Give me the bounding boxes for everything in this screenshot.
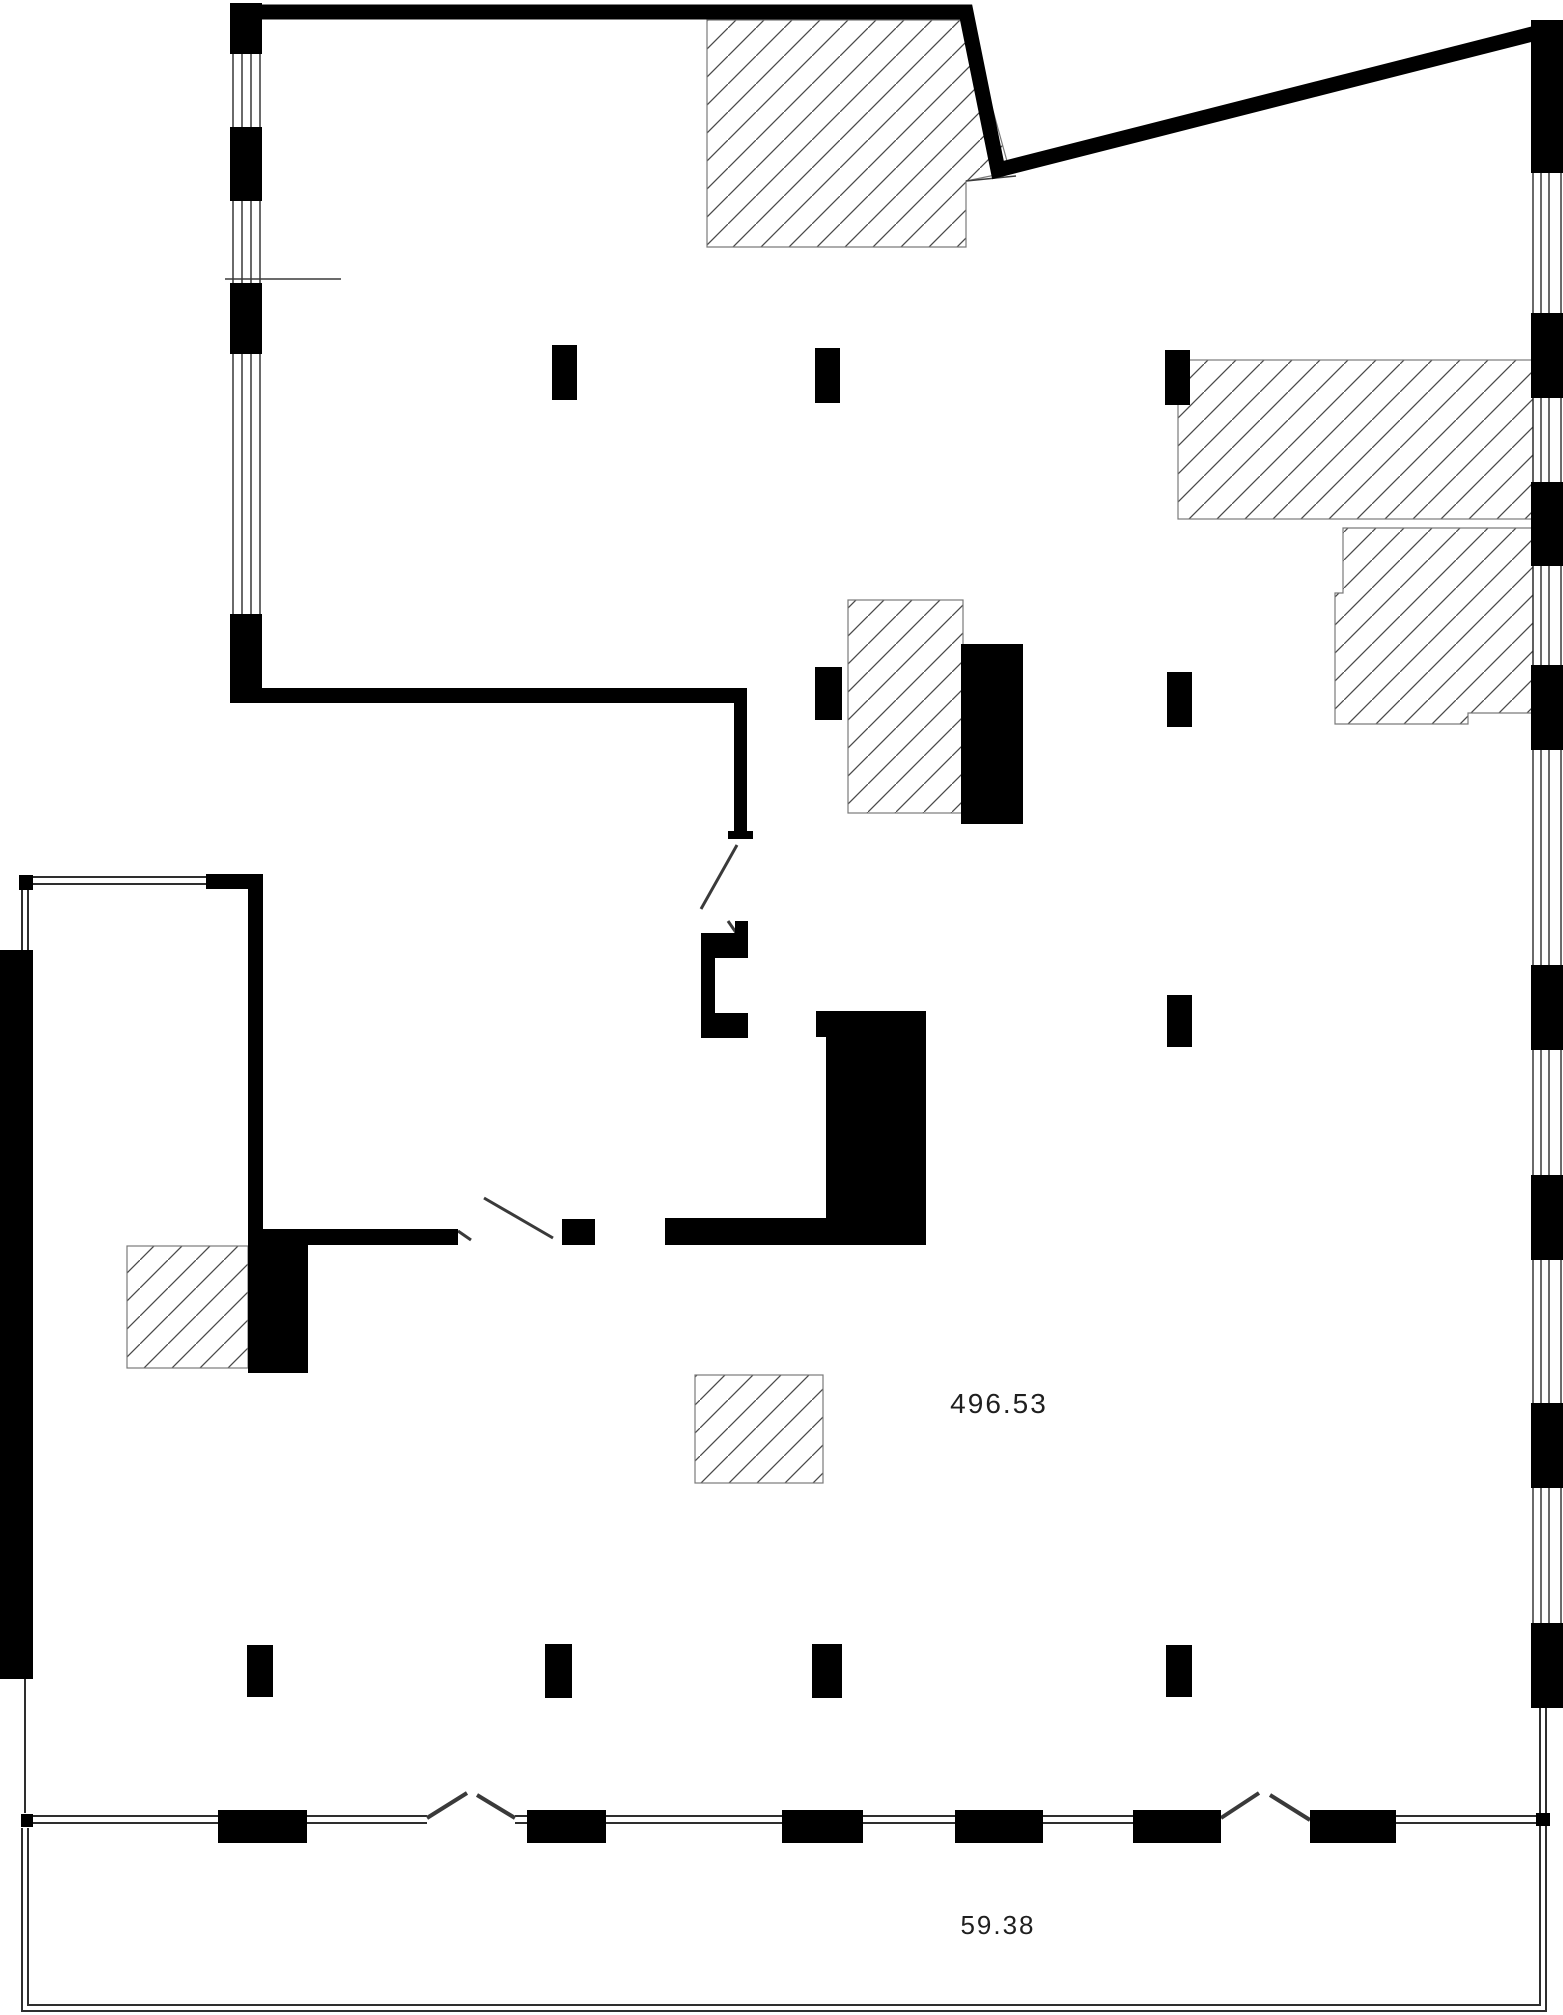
top-perimeter-wall xyxy=(232,4,1550,180)
interior-wall xyxy=(701,1013,748,1038)
annotation-lines xyxy=(225,175,1312,1822)
leader-line xyxy=(965,175,1017,182)
left-balcony-railing xyxy=(21,876,206,950)
columns xyxy=(247,345,1192,1698)
railing-post xyxy=(19,875,33,890)
door-jamb-tick-lower-left xyxy=(457,1229,472,1242)
interior-wall xyxy=(263,1229,458,1245)
wall-pier xyxy=(1531,313,1563,398)
column xyxy=(545,1644,572,1698)
perimeter-wall-strokes xyxy=(232,4,1550,180)
door-swing-upper xyxy=(699,844,739,910)
main-area-label: 496.53 xyxy=(950,1388,1048,1419)
hatch-zone-right-upper xyxy=(1177,359,1534,520)
interior-wall xyxy=(734,703,747,831)
parapet-block xyxy=(1310,1810,1396,1843)
column xyxy=(815,667,842,720)
wall-pier xyxy=(230,3,262,54)
terrace-door-left xyxy=(425,1791,517,1820)
masonry-pier xyxy=(248,1230,308,1373)
wall-pier xyxy=(1531,1175,1563,1260)
column xyxy=(812,1644,842,1698)
core-wall xyxy=(816,1011,926,1037)
wall-pier xyxy=(230,127,262,201)
interior-wall xyxy=(701,933,715,1038)
railing-post xyxy=(1536,1813,1550,1826)
interior-wall xyxy=(206,874,263,889)
column xyxy=(1165,350,1190,405)
terrace-outline xyxy=(21,1708,1547,2012)
hatch-zone-left xyxy=(126,1245,249,1369)
door-swing-lower-left xyxy=(483,1196,554,1240)
interior-wall xyxy=(230,688,747,703)
interior-wall xyxy=(701,933,748,958)
wall-pier xyxy=(1531,20,1563,173)
terrace-parapet-blocks xyxy=(218,1810,1396,1843)
wall-pier xyxy=(1531,482,1563,566)
hatch-zone-right-lower xyxy=(1334,527,1534,725)
railings xyxy=(21,876,1547,2012)
core-wall xyxy=(665,1218,926,1245)
masonry-pier xyxy=(961,644,1023,824)
core-wall xyxy=(826,1037,926,1219)
right-window-wall-mullions xyxy=(1532,20,1562,1708)
column xyxy=(552,345,577,400)
railing-post xyxy=(21,1814,33,1827)
wall-segments xyxy=(0,3,1563,1827)
parapet-block xyxy=(527,1810,606,1843)
wall-stub xyxy=(562,1219,595,1245)
column xyxy=(815,348,840,403)
hatch-zone-top xyxy=(706,19,1011,248)
terrace-area-label: 59.38 xyxy=(960,1910,1035,1940)
wall-pier xyxy=(230,283,262,354)
parapet-block xyxy=(955,1810,1043,1843)
column xyxy=(1166,1645,1192,1697)
hatched-zones xyxy=(126,19,1534,1484)
column xyxy=(1167,995,1192,1047)
parapet-block xyxy=(218,1810,307,1843)
hatch-zone-center-upper xyxy=(847,599,964,814)
left-exterior-wall xyxy=(0,950,33,1679)
wall-pier xyxy=(1531,965,1563,1050)
wall-pier xyxy=(1531,665,1563,750)
door-jamb xyxy=(735,921,748,934)
column xyxy=(247,1645,273,1697)
parapet-block xyxy=(1133,1810,1221,1843)
door-jamb xyxy=(728,831,753,839)
interior-wall xyxy=(248,884,263,1230)
wall-pier xyxy=(1531,1623,1563,1708)
terrace-railing xyxy=(33,1815,1536,1824)
column xyxy=(1167,672,1192,727)
wall-pier xyxy=(1531,1403,1563,1488)
parapet-block xyxy=(782,1810,863,1843)
terrace-door-right xyxy=(1219,1791,1312,1822)
hatch-zone-center-lower xyxy=(694,1374,824,1484)
